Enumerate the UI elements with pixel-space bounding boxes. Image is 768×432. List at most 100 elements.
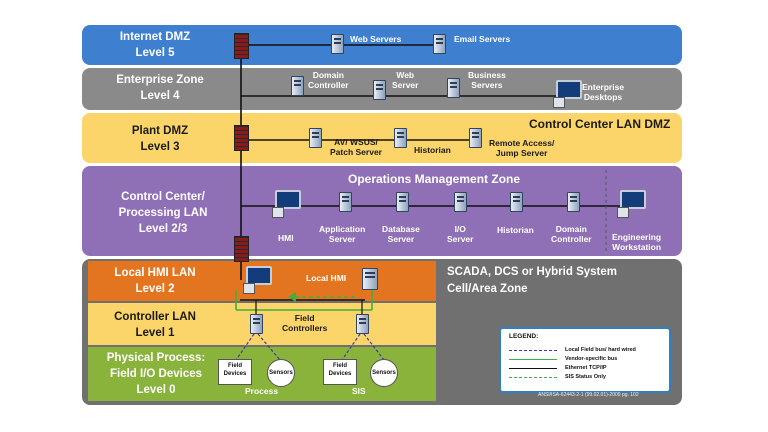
process-label: Process <box>245 386 279 396</box>
label-enterprise: Enterprise Zone Level 4 <box>100 72 220 104</box>
legend-title: LEGEND: <box>509 333 539 340</box>
label-line: Database <box>382 224 420 234</box>
av-wsus-server-icon <box>309 128 322 148</box>
label-local-hmi-lan: Local HMI LAN Level 2 <box>100 265 210 297</box>
firewall-icon <box>234 236 249 262</box>
fieldbus-b2 <box>363 333 385 361</box>
web-servers-label: Web Servers <box>350 34 402 44</box>
sis-arrow <box>288 292 296 302</box>
legend-box: LEGEND: Local Field bus/ hard wired Vend… <box>499 327 671 393</box>
io-server-label: I/O Server <box>447 224 473 244</box>
label-line: Level 2/3 <box>138 223 188 235</box>
label-line: Business <box>468 70 506 80</box>
database-server-label: Database Server <box>382 224 420 244</box>
fieldbus-a1 <box>235 333 255 361</box>
label-line: Control Center/ <box>121 191 205 203</box>
label-line: Remote Access/ <box>489 138 555 148</box>
label-control-center: Control Center/ Processing LAN Level 2/3 <box>96 189 230 237</box>
legend-swatch-ethernet <box>509 368 557 369</box>
label-line: Jump Server <box>495 148 548 158</box>
label-line: Enterprise <box>582 82 625 92</box>
domain-controller-l2-label: Domain Controller <box>551 224 592 244</box>
web-server-label: Web Server <box>392 70 418 90</box>
legend-label: Ethernet TCP/IP <box>565 365 607 371</box>
label-line: I/O <box>454 224 466 234</box>
legend-label: Local Field bus/ hard wired <box>565 347 636 353</box>
business-servers-label: Business Servers <box>468 70 506 90</box>
label-line: Domain <box>312 70 344 80</box>
title-control-center-lan-dmz: Control Center LAN DMZ <box>529 117 671 131</box>
label-line: Level 5 <box>135 47 175 59</box>
label-line: Domain <box>555 224 587 234</box>
label-line: Devices <box>223 371 247 377</box>
label-line: Internet DMZ <box>119 31 191 43</box>
web-servers-icon <box>331 34 344 54</box>
sis-label: SIS <box>352 386 366 396</box>
av-wsus-label: AV/ WSUS/ Patch Server <box>330 137 382 157</box>
sis-controller-icon <box>356 314 369 334</box>
title-scada-line2: Cell/Area Zone <box>447 283 528 295</box>
zone-plant-dmz <box>82 113 682 163</box>
label-line: Field <box>294 313 315 323</box>
label-line: Level 4 <box>140 90 180 102</box>
label-line: Processing LAN <box>118 207 208 219</box>
sensors-circle: Sensors <box>267 359 295 387</box>
email-servers-label: Email Servers <box>454 34 511 44</box>
historian-l3-icon <box>394 128 407 148</box>
legend-swatch-sis <box>509 377 557 378</box>
label-internet-dmz: Internet DMZ Level 5 <box>100 29 210 61</box>
label-line: Local HMI LAN <box>114 267 196 279</box>
label-line: Controller <box>551 234 592 244</box>
firewall-icon <box>234 33 249 59</box>
enterprise-desktop-icon <box>553 80 582 108</box>
domain-controller-l2-icon <box>567 192 580 212</box>
database-server-icon <box>396 192 409 212</box>
legend-swatch-fieldbus <box>509 350 557 351</box>
label-line: Controllers <box>282 323 328 333</box>
firewall-icon <box>234 125 249 151</box>
label-line: Level 1 <box>135 327 175 339</box>
label-line: Server <box>392 80 419 90</box>
label-physical-process: Physical Process: Field I/O Devices Leve… <box>94 350 218 398</box>
email-servers-icon <box>433 34 446 54</box>
field-controllers-label: Field Controllers <box>282 313 327 333</box>
label-line: Controller LAN <box>114 311 196 323</box>
historian-l2-label: Historian <box>497 225 534 235</box>
legend-swatch-vendor-bus <box>509 359 557 360</box>
web-server-icon <box>373 80 386 100</box>
label-line: Workstation <box>612 242 662 252</box>
label-line: Servers <box>471 80 503 90</box>
label-line: Field <box>332 363 347 369</box>
engineering-workstation-icon <box>617 190 646 218</box>
label-plant-dmz: Plant DMZ Level 3 <box>110 123 210 155</box>
application-server-icon <box>339 192 352 212</box>
label-line: AV/ WSUS/ <box>334 137 378 147</box>
fieldbus-b1 <box>341 333 361 361</box>
legend-label: Vendor-specific bus <box>565 356 618 362</box>
label-line: Level 2 <box>135 283 175 295</box>
business-servers-icon <box>447 78 460 98</box>
label-line: Plant DMZ <box>131 125 189 137</box>
field-devices-box: Field Devices <box>323 359 357 385</box>
fieldbus-a2 <box>257 333 281 361</box>
io-server-icon <box>454 192 467 212</box>
label-line: Patch Server <box>330 147 382 157</box>
domain-controller-label: Domain Controller <box>308 70 349 90</box>
title-scada-line1: SCADA, DCS or Hybrid System <box>447 266 617 278</box>
label-line: Server <box>447 234 474 244</box>
application-server-label: Application Server <box>319 224 365 244</box>
historian-l3-label: Historian <box>414 145 451 155</box>
label-line: Physical Process: <box>106 352 206 364</box>
remote-access-label: Remote Access/ Jump Server <box>489 138 554 158</box>
enterprise-desktops-label: Enterprise Desktops <box>582 82 624 102</box>
label-line: Server <box>328 234 356 244</box>
label-line: Field I/O Devices <box>109 368 203 380</box>
local-hmi-workstation-icon <box>243 266 272 294</box>
citation: ANSI/ISA-62443-2-1 (99.02.01)-2009 pg. 1… <box>538 392 639 398</box>
label-line: Field <box>227 363 242 369</box>
label-line: Desktops <box>583 92 623 102</box>
label-line: Controller <box>308 80 349 90</box>
remote-access-icon <box>469 128 482 148</box>
domain-controller-icon <box>291 76 304 96</box>
field-controller-icon <box>250 314 263 334</box>
